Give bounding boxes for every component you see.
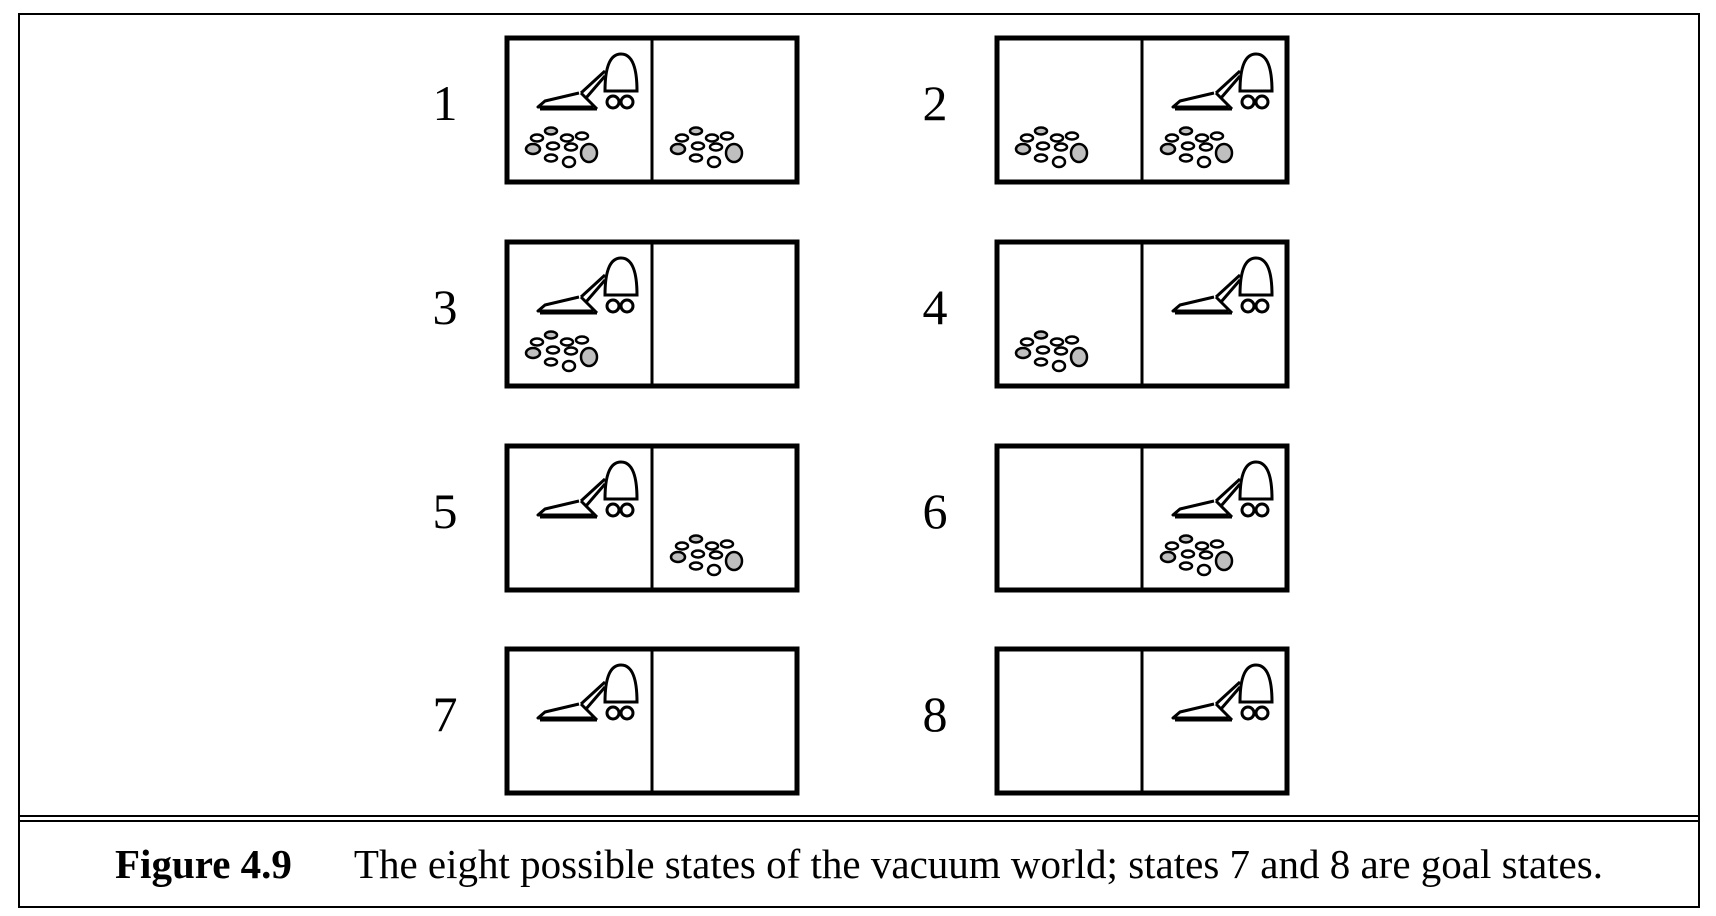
state-8: 8 [923,646,1290,796]
dirt-pile-icon [669,534,744,577]
vacuum-cleaner-icon [536,460,639,519]
state-number: 7 [433,686,458,742]
state-number: 1 [433,75,458,131]
state-3: 3 [433,239,800,389]
state-1: 1 [433,35,800,185]
state-number: 8 [923,686,948,742]
dirt-pile-icon [669,126,744,169]
vacuum-cleaner-icon [536,52,639,111]
figure-caption: Figure 4.9 The eight possible states of … [18,822,1700,906]
state-6: 6 [923,443,1290,593]
state-number: 5 [433,483,458,539]
caption-text: The eight possible states of the vacuum … [353,841,1603,887]
state-number: 2 [923,75,948,131]
vacuum-cleaner-icon [536,663,639,722]
vacuum-cleaner-icon [1171,663,1274,722]
dirt-pile-icon [524,330,599,373]
vacuum-cleaner-icon [1171,460,1274,519]
state-number: 3 [433,279,458,335]
vacuum-cleaner-icon [536,256,639,315]
dirt-pile-icon [1159,534,1234,577]
dirt-pile-icon [1159,126,1234,169]
dirt-pile-icon [1014,126,1089,169]
vacuum-cleaner-icon [1171,256,1274,315]
dirt-pile-icon [524,126,599,169]
figure-frame [18,13,1700,908]
state-7: 7 [433,646,800,796]
caption-rule-top [18,815,1700,817]
state-number: 6 [923,483,948,539]
vacuum-cleaner-icon [1171,52,1274,111]
state-4: 4 [923,239,1290,389]
state-2: 2 [923,35,1290,185]
state-5: 5 [433,443,800,593]
dirt-pile-icon [1014,330,1089,373]
state-number: 4 [923,279,948,335]
caption-label: Figure 4.9 [115,841,292,887]
caption-rule-bottom [18,820,1700,822]
